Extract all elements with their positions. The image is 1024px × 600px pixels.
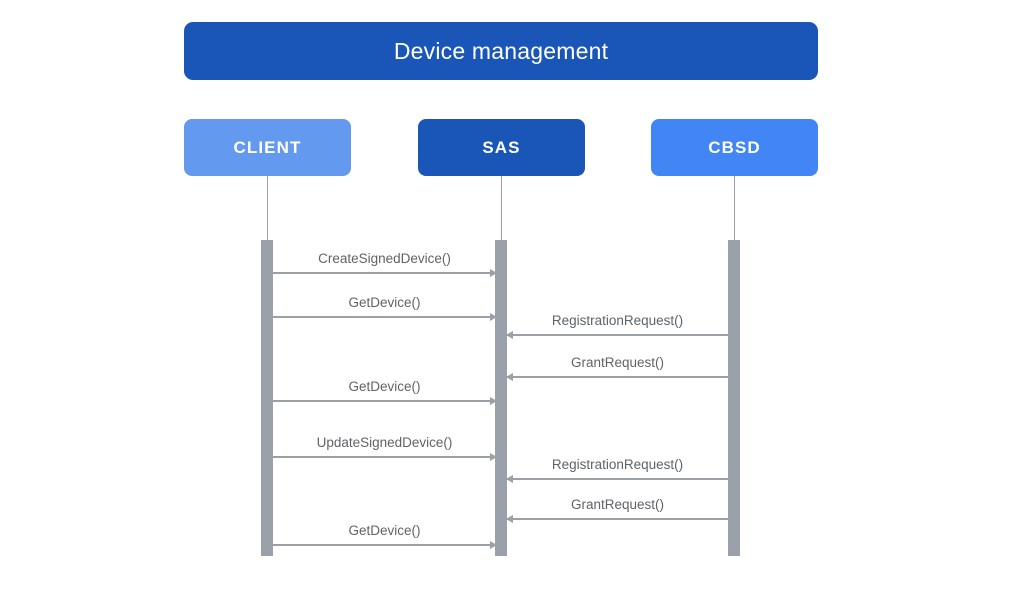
message-line xyxy=(273,316,496,318)
message-line xyxy=(507,518,728,520)
page-title: Device management xyxy=(393,37,609,64)
arrowhead-left-icon xyxy=(506,514,513,523)
arrowhead-right-icon xyxy=(490,312,497,321)
participant-cbsd[interactable]: CBSD xyxy=(651,119,818,176)
arrowhead-left-icon xyxy=(506,330,513,339)
arrowhead-left-icon xyxy=(506,474,513,483)
message-label: GetDevice() xyxy=(348,522,421,538)
message-line xyxy=(273,544,496,546)
message-line xyxy=(273,400,496,402)
message-label: GetDevice() xyxy=(348,294,421,310)
participant-label-cbsd: CBSD xyxy=(708,137,761,157)
message-line xyxy=(273,456,496,458)
diagram-title-bar: Device management xyxy=(184,22,818,80)
message-label: RegistrationRequest() xyxy=(551,312,684,328)
participant-sas[interactable]: SAS xyxy=(418,119,585,176)
lifeline-sas xyxy=(501,176,502,240)
arrowhead-left-icon xyxy=(506,372,513,381)
arrowhead-right-icon xyxy=(490,452,497,461)
activation-bar-cbsd xyxy=(728,240,740,556)
lifeline-cbsd xyxy=(734,176,735,240)
message-label: GetDevice() xyxy=(348,378,421,394)
arrowhead-right-icon xyxy=(490,396,497,405)
message-label: CreateSignedDevice() xyxy=(318,250,451,266)
message-line xyxy=(507,376,728,378)
participant-label-sas: SAS xyxy=(482,137,521,157)
activation-bar-sas xyxy=(495,240,507,556)
message-label: RegistrationRequest() xyxy=(551,456,684,472)
message-label: GrantRequest() xyxy=(570,496,665,512)
arrowhead-right-icon xyxy=(490,268,497,277)
lifeline-client xyxy=(267,176,268,240)
activation-bar-client xyxy=(261,240,273,556)
participant-label-client: CLIENT xyxy=(233,137,302,157)
message-line xyxy=(507,478,728,480)
message-line xyxy=(507,334,728,336)
arrowhead-right-icon xyxy=(490,540,497,549)
message-line xyxy=(273,272,496,274)
message-label: UpdateSignedDevice() xyxy=(316,434,453,450)
participant-client[interactable]: CLIENT xyxy=(184,119,351,176)
message-label: GrantRequest() xyxy=(570,354,665,370)
